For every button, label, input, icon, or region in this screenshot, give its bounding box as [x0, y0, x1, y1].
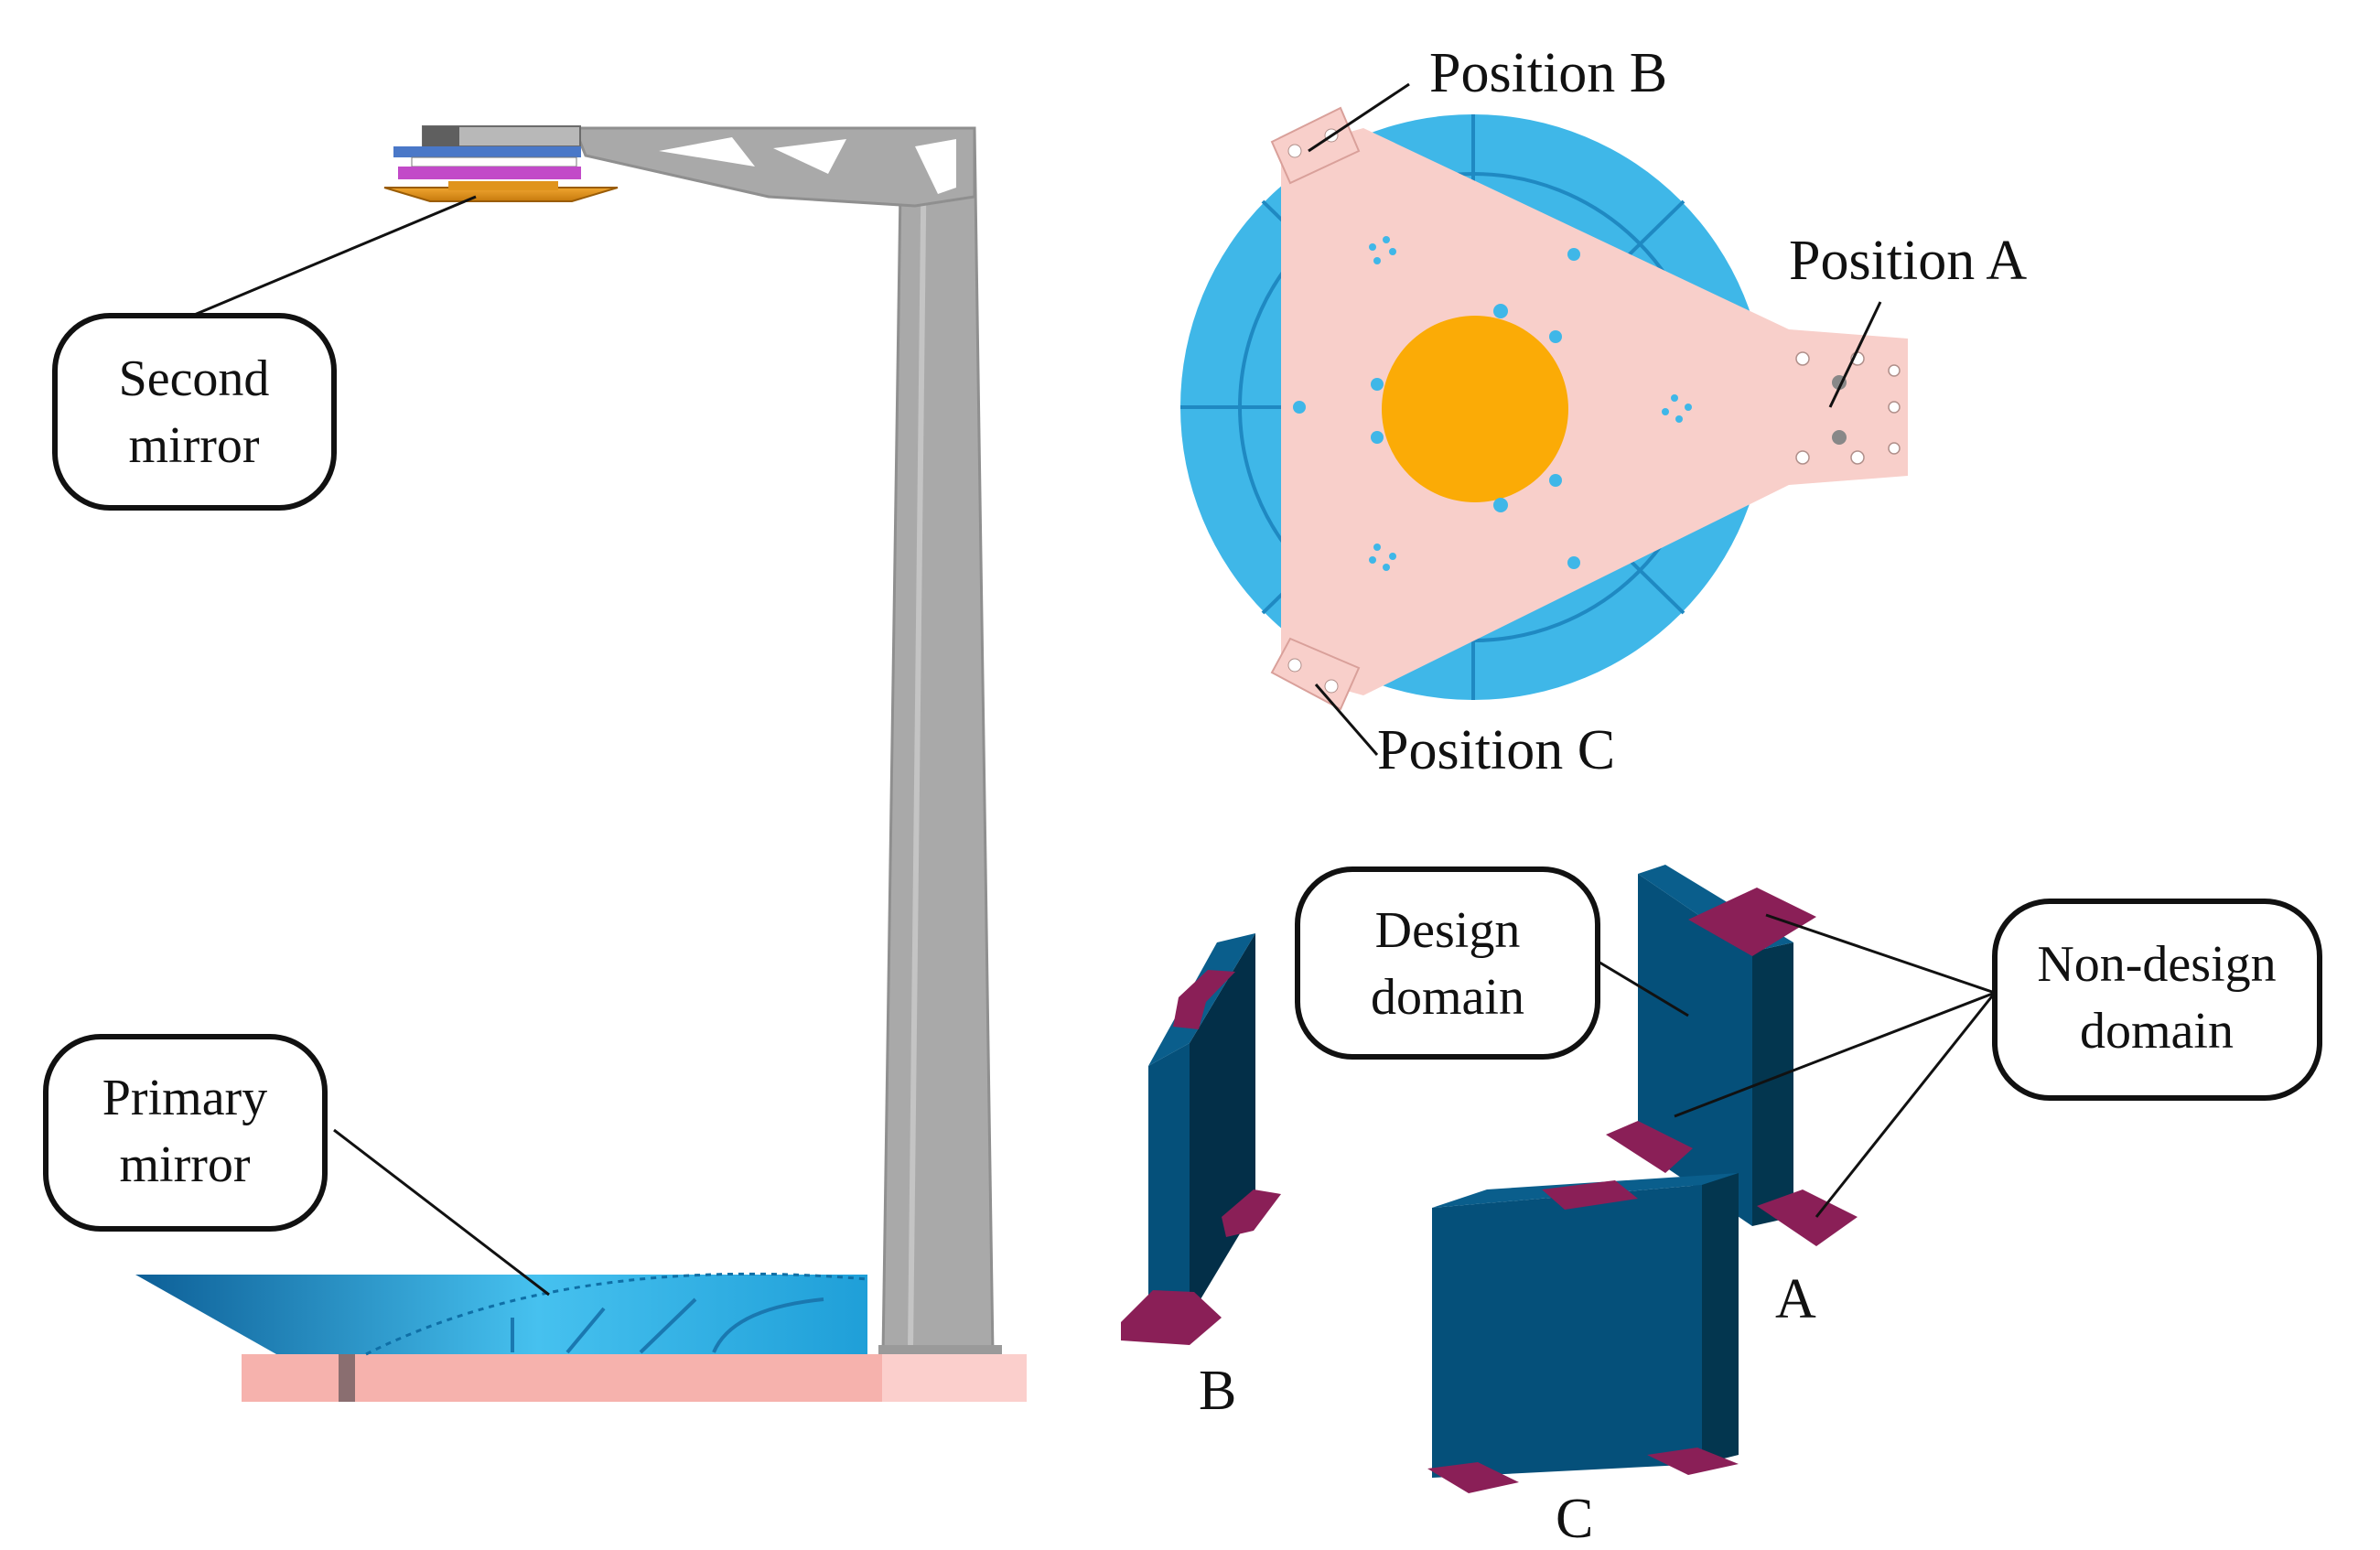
primary-mirror-text-2: mirror — [119, 1136, 250, 1193]
part-a-label: A — [1775, 1268, 1816, 1330]
base-plate-slot — [339, 1354, 355, 1402]
support-arm — [572, 126, 976, 208]
part-a-nd-top — [1688, 888, 1816, 956]
part-c-front — [1432, 1185, 1702, 1478]
tab-hole — [1324, 679, 1339, 694]
primary-mirror-callout: Primary mirror — [43, 1034, 550, 1297]
tab-hole — [1287, 144, 1302, 158]
non-design-domain-callout: Non-design domain — [1992, 899, 2322, 1101]
position-c-label: Position C — [1377, 719, 1615, 781]
tab-a-bolt — [1832, 430, 1847, 445]
design-domain-text-1: Design — [1375, 902, 1521, 959]
second-mirror-text-2: mirror — [128, 417, 259, 474]
side-view — [135, 125, 1027, 1402]
position-a-label: Position A — [1789, 230, 2027, 292]
part-c-nd-left — [1427, 1462, 1519, 1493]
part-b-nd-top — [1173, 970, 1235, 1029]
position-a-leader — [1828, 301, 1882, 408]
second-mirror-text-1: Second — [119, 350, 270, 407]
position-c-leader — [1314, 684, 1379, 756]
tab-hole — [1287, 658, 1302, 673]
design-domain-callout: Design domain — [1295, 866, 1600, 1060]
primary-mirror-leader — [333, 1128, 550, 1297]
mounting-dots — [1293, 236, 1692, 571]
part-b-nd-right — [1222, 1189, 1281, 1237]
secondary-mirror-hub — [448, 181, 558, 190]
arm-cutout-2 — [773, 139, 846, 174]
secondary-hub-dark — [423, 126, 459, 146]
corner-tab-c — [1270, 637, 1361, 711]
triangular-support-plate — [1281, 128, 1908, 695]
base-plate — [242, 1354, 882, 1402]
base-plate-end — [882, 1354, 1027, 1402]
part-c-side — [1702, 1173, 1739, 1464]
domain-leaders — [1596, 913, 1997, 1218]
part-c: C — [1427, 1173, 1739, 1550]
top-view: Position B Position A Position C — [1180, 42, 2027, 781]
primary-mirror-box — [43, 1034, 328, 1232]
part-a-nd-right — [1757, 1189, 1858, 1246]
secondary-mirror-disk — [1382, 316, 1568, 502]
non-design-domain-text-1: Non-design — [2037, 936, 2276, 993]
part-b: B — [1121, 933, 1281, 1422]
arm-cutout-3 — [915, 139, 956, 194]
part-b-label: B — [1199, 1360, 1236, 1422]
second-mirror-box — [52, 313, 337, 511]
non-design-domain-box — [1992, 899, 2322, 1101]
part-b-front — [1148, 1043, 1190, 1336]
part-c-label: C — [1556, 1488, 1593, 1550]
design-domain-text-2: domain — [1371, 969, 1524, 1026]
secondary-magenta-plate — [398, 167, 581, 179]
primary-mirror-ribs — [511, 1297, 824, 1354]
part-c-nd-right — [1647, 1448, 1739, 1475]
non-design-domain-text-2: domain — [2080, 1003, 2234, 1060]
arm-cutout — [659, 137, 755, 167]
secondary-mirror-assembly — [383, 125, 619, 202]
secondary-blue-plate — [393, 146, 581, 157]
position-b-label: Position B — [1429, 42, 1667, 104]
second-mirror-callout: Second mirror — [52, 195, 477, 511]
design-domain-box — [1295, 866, 1600, 1060]
column-edge — [908, 136, 927, 1351]
part-a-nd-left — [1606, 1121, 1693, 1173]
part-c-nd-top — [1542, 1180, 1638, 1210]
primary-mirror-curve — [365, 1272, 868, 1356]
primary-mirror-text-1: Primary — [102, 1070, 267, 1126]
part-a-side — [1752, 942, 1793, 1226]
second-mirror-leader — [191, 195, 477, 318]
primary-mirror — [135, 1275, 867, 1354]
position-b-leader — [1308, 82, 1410, 153]
support-column — [881, 126, 995, 1356]
part-b-nd-bottom — [1121, 1290, 1222, 1345]
secondary-white-gap — [411, 156, 577, 167]
part-a: A — [1606, 865, 1858, 1330]
